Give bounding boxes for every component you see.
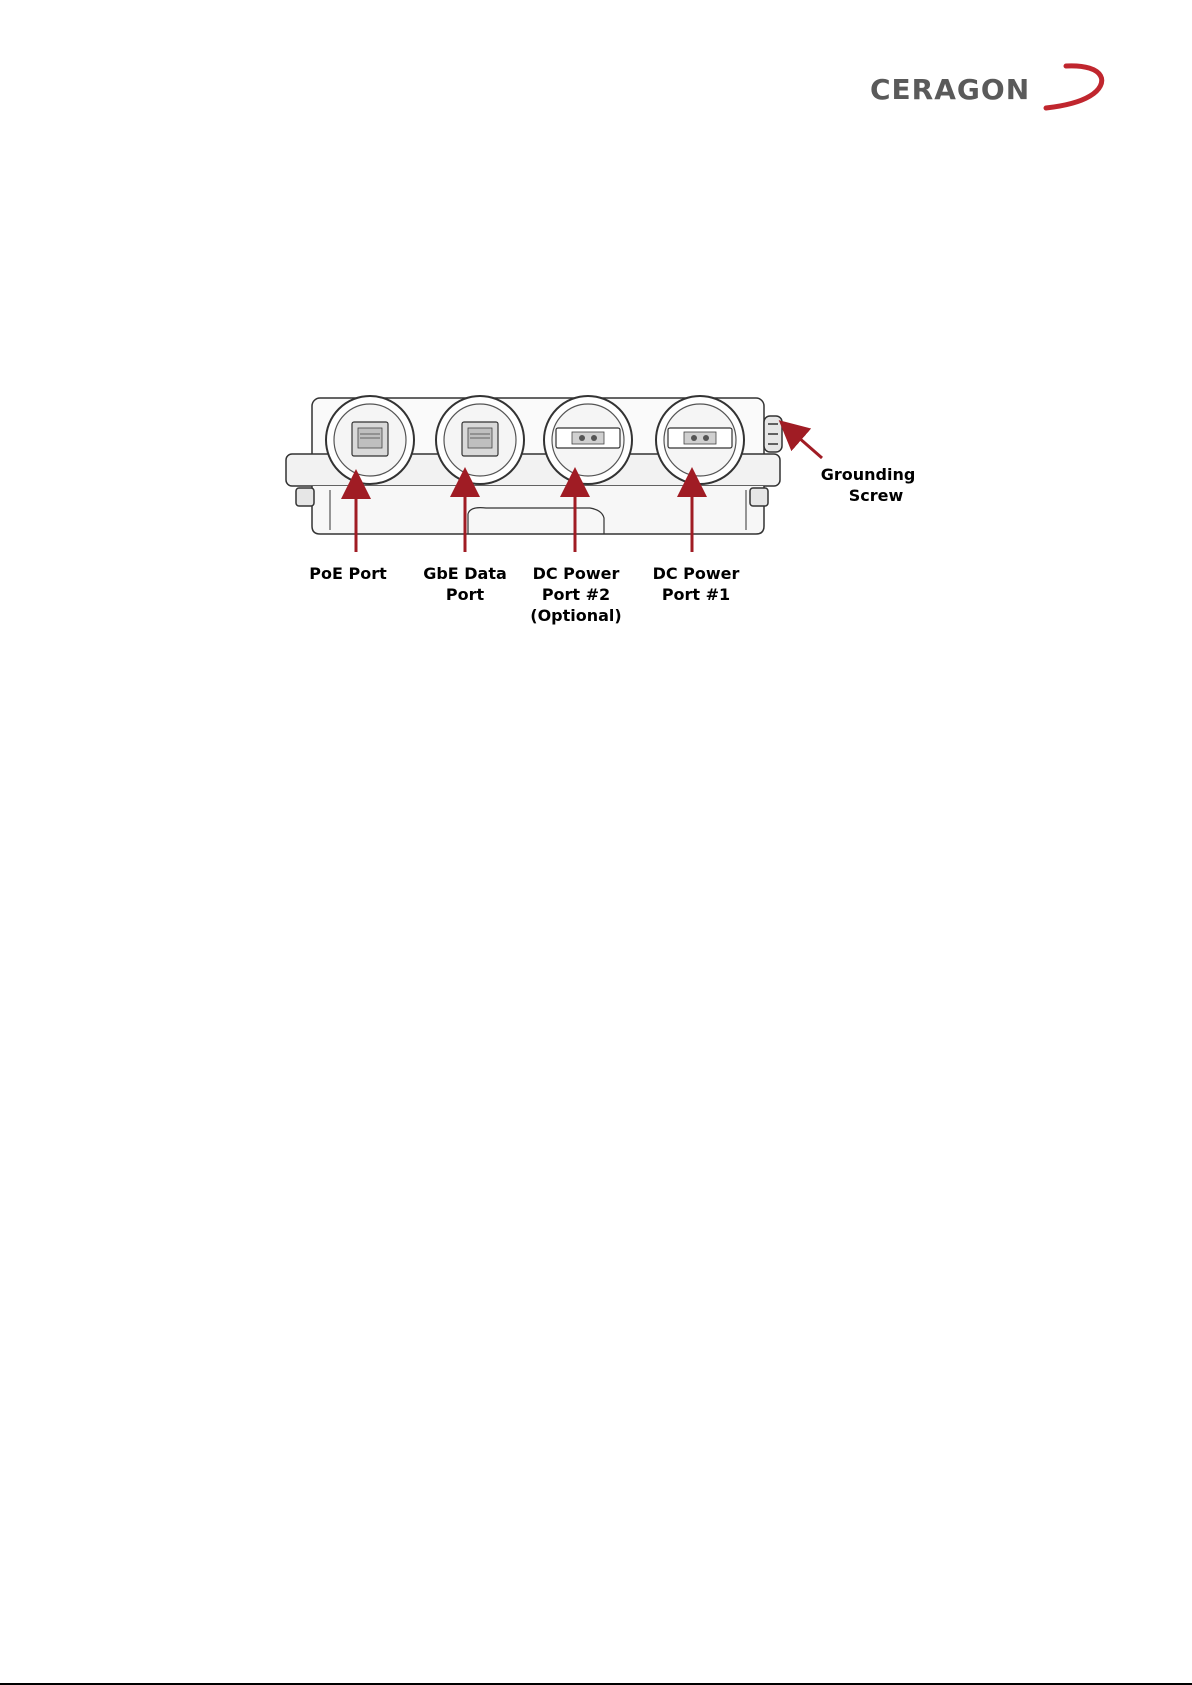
ceragon-logo-graphic: CERAGON (868, 58, 1116, 116)
ceragon-logo: CERAGON (868, 58, 1116, 116)
dc-power-port-2-label-line3: (Optional) (530, 606, 621, 625)
dc-power-port-2-label-line2: Port #2 (542, 585, 610, 604)
dc-power-port-1-label-line2: Port #1 (662, 585, 730, 604)
odu-connector-diagram: PoE Port GbE Data Port DC Power Port #2 … (290, 390, 950, 680)
grounding-screw-arrow (790, 430, 822, 458)
poe-port-label: PoE Port (309, 564, 387, 583)
gbe-data-port-label-line2: Port (446, 585, 485, 604)
dc-power-port-1-label-line1: DC Power (653, 564, 740, 583)
grounding-screw-label-line1: Grounding (821, 465, 916, 484)
gbe-data-port (436, 396, 524, 484)
grounding-screw-label-line2: Screw (849, 486, 904, 505)
logo-text: CERAGON (870, 73, 1030, 106)
dc-power-port-1 (656, 396, 744, 484)
poe-port (326, 396, 414, 484)
logo-swoosh (1046, 66, 1102, 108)
dc-power-port-2-label-line1: DC Power (533, 564, 620, 583)
dc-power-port-2 (544, 396, 632, 484)
grounding-screw (764, 416, 782, 452)
gbe-data-port-label-line1: GbE Data (423, 564, 507, 583)
odu-connector-figure: PoE Port GbE Data Port DC Power Port #2 … (290, 390, 950, 680)
